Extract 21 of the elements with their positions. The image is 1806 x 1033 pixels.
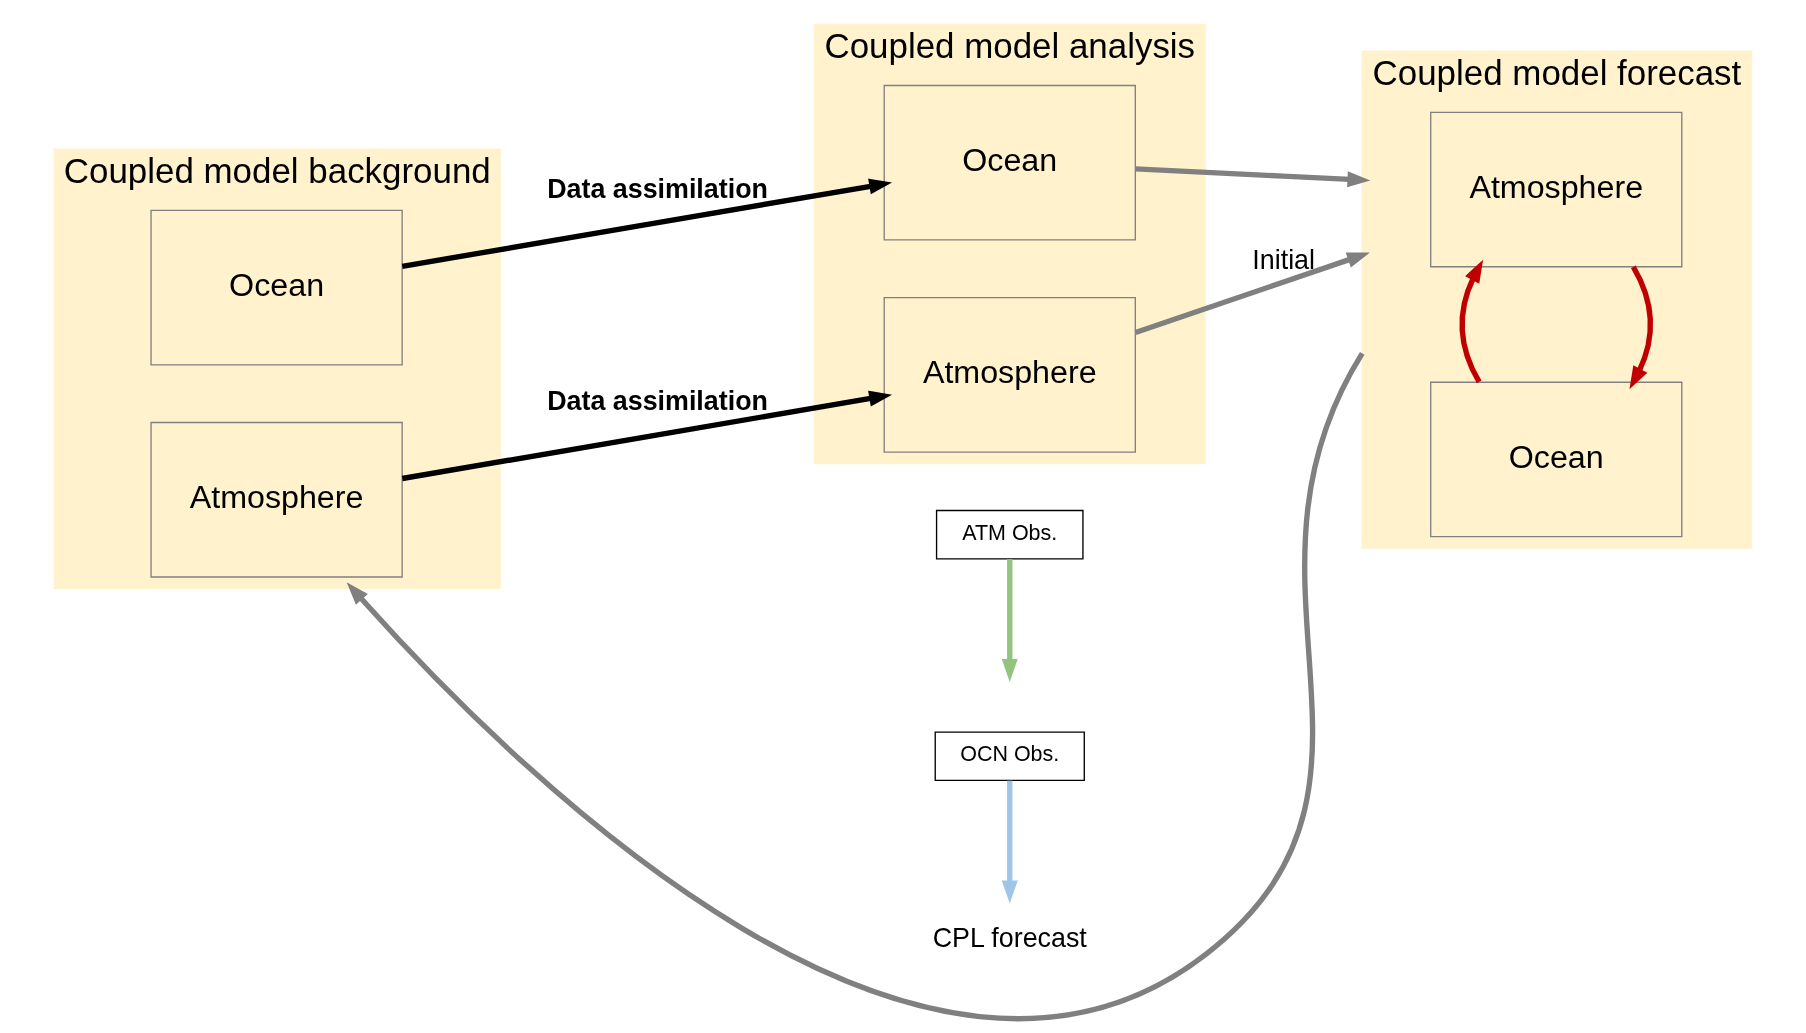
node-box: Ocean xyxy=(1430,381,1683,538)
node-box: Atmosphere xyxy=(883,297,1136,453)
arrow xyxy=(1459,259,1484,384)
arrow xyxy=(401,178,893,269)
edge-label: Data assimilation xyxy=(547,173,768,204)
arrow xyxy=(1001,780,1018,904)
node-box: Atmosphere xyxy=(150,421,403,578)
edge-label: Initial xyxy=(1252,244,1316,275)
arrow xyxy=(1134,252,1370,335)
node-box: Atmosphere xyxy=(1430,111,1683,268)
node-box: OCN Obs. xyxy=(934,731,1085,782)
arrow xyxy=(1135,166,1371,188)
arrow xyxy=(346,352,1365,1020)
arrow xyxy=(1629,265,1654,390)
edge-label: CPL forecast xyxy=(932,922,1087,953)
edge-label: Data assimilation xyxy=(547,385,768,416)
node-box: Ocean xyxy=(883,84,1136,241)
arrow xyxy=(401,390,893,482)
node-box: Ocean xyxy=(150,209,403,366)
arrow xyxy=(1001,559,1018,682)
node-box: ATM Obs. xyxy=(935,509,1084,560)
